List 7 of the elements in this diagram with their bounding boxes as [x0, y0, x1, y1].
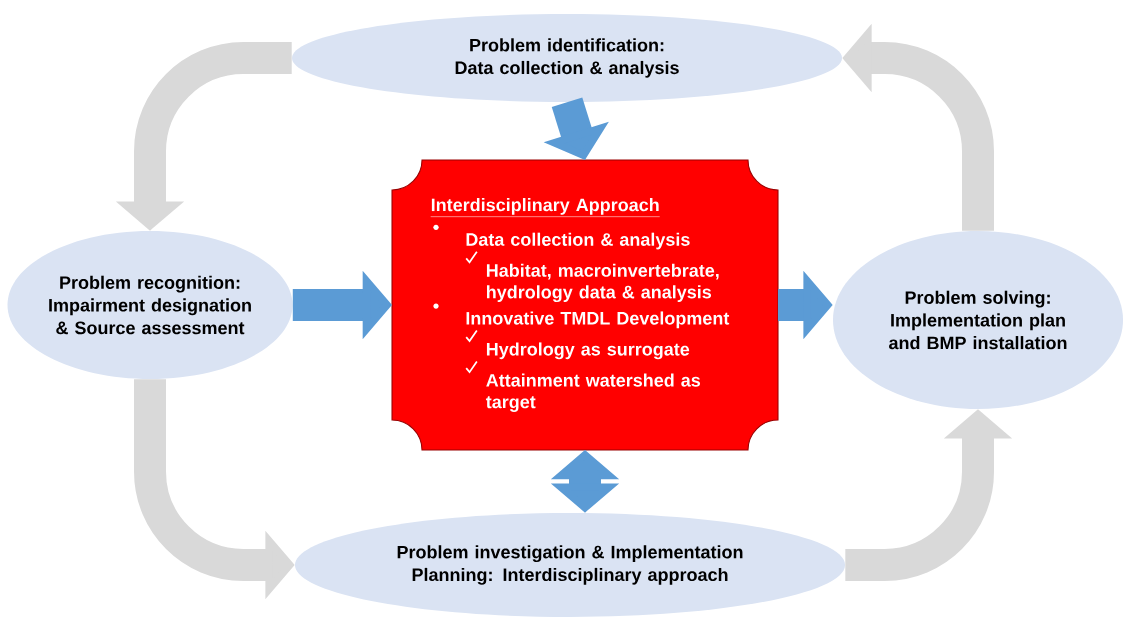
checklist-item: Hydrology as surrogate [486, 342, 690, 360]
section-heading: Interdisciplinary Approach [430, 198, 660, 217]
process-box [391, 159, 779, 451]
bullet-item: Innovative TMDL Development [466, 311, 730, 329]
checklist-item: Attainment watershed as target [485, 373, 701, 412]
bullet-item: Data collection & analysis [466, 232, 690, 250]
checklist-item: Habitat, macroinvertebrate, hydrology data & analysis [486, 263, 719, 303]
